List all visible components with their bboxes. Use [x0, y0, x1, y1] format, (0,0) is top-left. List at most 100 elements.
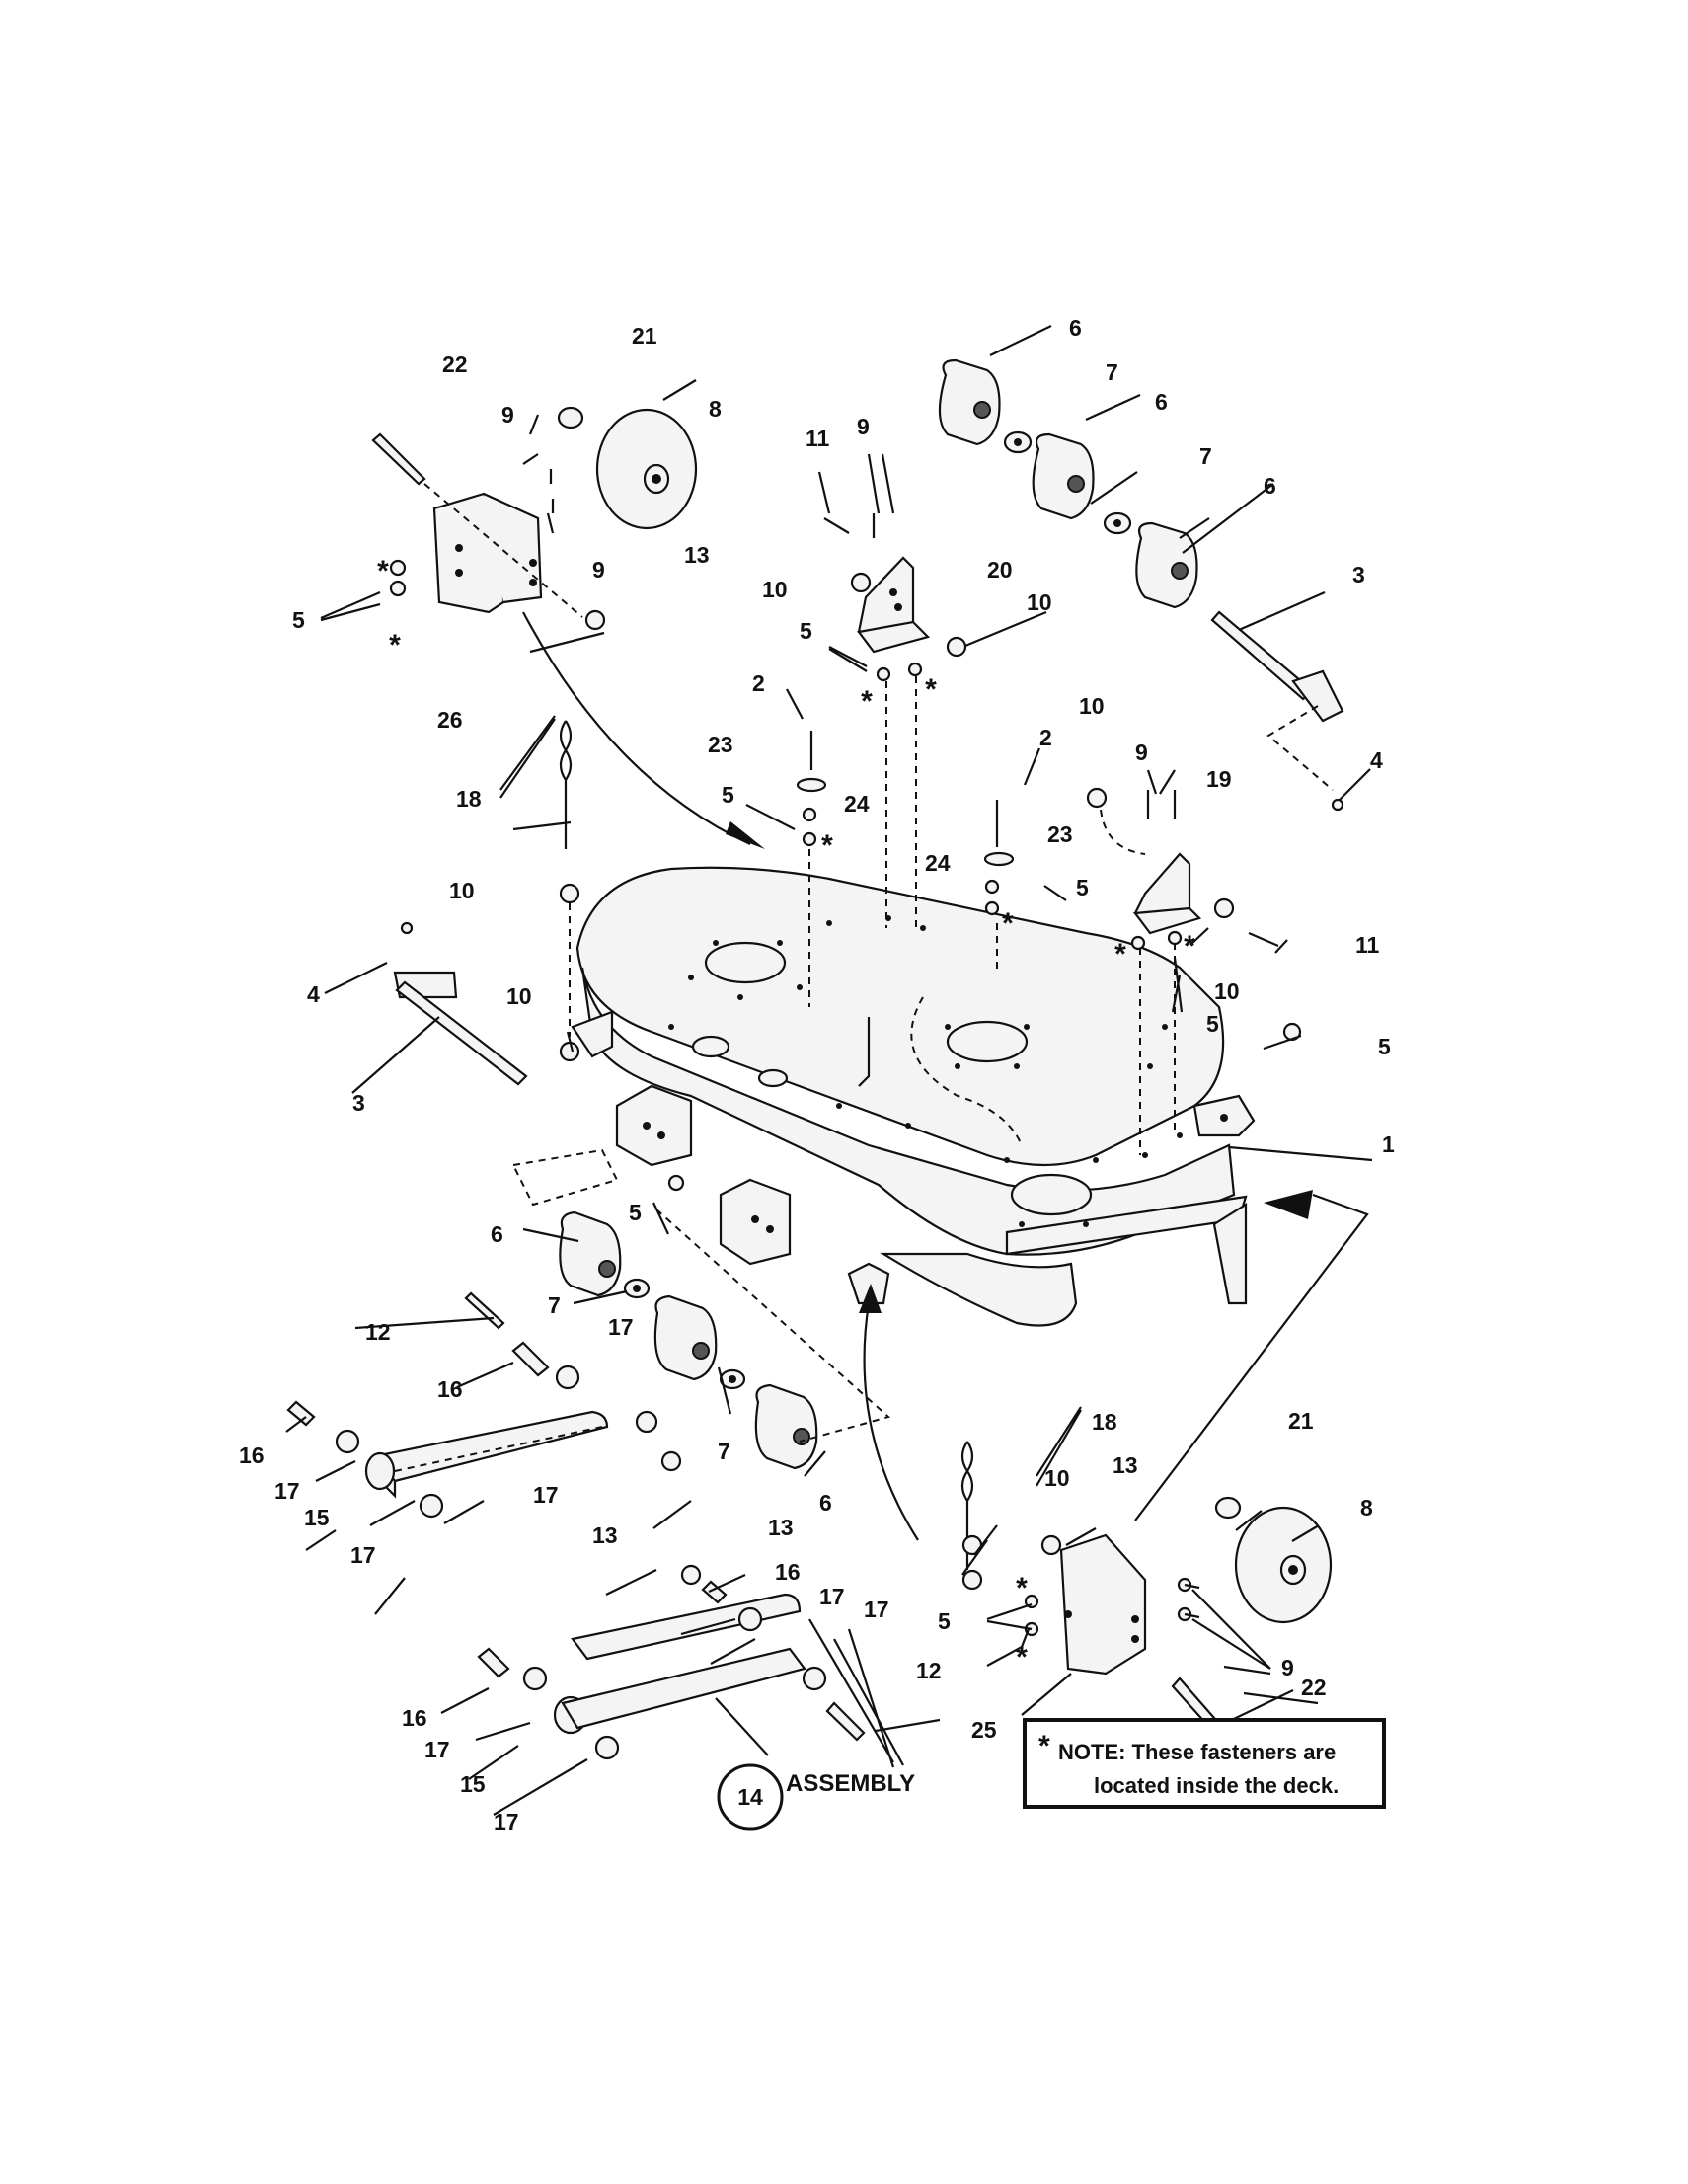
label-8: 8	[1360, 1495, 1373, 1521]
axle-rods	[393, 610, 1344, 1086]
label-7: 7	[718, 1439, 730, 1464]
label-5: 5	[1076, 875, 1089, 900]
label-9: 9	[1135, 740, 1148, 765]
label-10: 10	[1079, 693, 1105, 719]
label-19: 19	[1206, 766, 1232, 792]
label-5: 5	[629, 1200, 642, 1225]
label-16: 16	[437, 1376, 463, 1402]
label-17: 17	[819, 1584, 845, 1609]
label-5: 5	[938, 1608, 951, 1634]
label-9: 9	[501, 402, 514, 428]
label-18: 18	[1092, 1409, 1117, 1435]
label-10: 10	[449, 878, 475, 903]
label-17: 17	[494, 1809, 519, 1834]
label-13: 13	[768, 1515, 794, 1540]
label-5: 5	[1206, 1011, 1219, 1037]
svg-text:*: *	[821, 829, 833, 862]
label-10: 10	[1044, 1465, 1070, 1491]
label-5: 5	[722, 782, 734, 808]
label-23: 23	[1047, 821, 1073, 847]
wheel-brackets	[432, 492, 1147, 1676]
svg-text:*: *	[925, 673, 937, 706]
assembly-arrows	[522, 611, 1369, 1541]
label-5: 5	[292, 607, 305, 633]
label-4: 4	[307, 981, 320, 1007]
label-9: 9	[1281, 1655, 1294, 1680]
label-21: 21	[632, 323, 657, 349]
mower-deck	[571, 866, 1256, 1327]
label-13: 13	[684, 542, 710, 568]
label-17: 17	[274, 1478, 300, 1504]
label-7: 7	[1199, 443, 1212, 469]
label-13: 13	[1113, 1452, 1138, 1478]
label-7: 7	[548, 1292, 561, 1318]
label-2: 2	[752, 670, 765, 696]
svg-text:*: *	[389, 629, 401, 662]
label-6: 6	[1069, 315, 1082, 341]
note-asterisk: *	[1038, 1730, 1050, 1762]
label-15: 15	[460, 1771, 486, 1797]
label-12: 12	[365, 1319, 391, 1345]
label-16: 16	[775, 1559, 801, 1585]
label-24: 24	[844, 791, 870, 817]
label-12: 12	[916, 1658, 942, 1683]
callout-numbers: 1 2 2 3 3 4 4 5 5 5 5 5 5 5 5 6 6 6 6 6 …	[239, 315, 1395, 1834]
label-10: 10	[1027, 589, 1052, 615]
roller-parts-top-right	[938, 358, 1198, 609]
label-3: 3	[352, 1090, 365, 1116]
assembly-label: ASSEMBLY	[786, 1770, 916, 1797]
label-5: 5	[800, 618, 812, 644]
note-line-2: located inside the deck.	[1094, 1773, 1340, 1798]
label-11: 11	[1355, 932, 1380, 958]
eye-bolt-chains	[559, 720, 974, 1570]
label-26: 26	[437, 707, 463, 733]
roller-parts-front	[559, 1210, 818, 1470]
label-6: 6	[491, 1221, 503, 1247]
arm-assemblies	[364, 1410, 806, 1735]
svg-text:*: *	[1016, 1572, 1028, 1604]
note-box: * NOTE: These fasteners are located insi…	[1023, 1718, 1386, 1809]
label-4: 4	[1370, 747, 1383, 773]
label-10: 10	[506, 983, 532, 1009]
label-6: 6	[1264, 473, 1276, 499]
assembly-14-callout: 14	[717, 1763, 784, 1831]
label-10: 10	[1214, 978, 1240, 1004]
label-17: 17	[608, 1314, 634, 1340]
label-17: 17	[533, 1482, 559, 1508]
svg-text:*: *	[1016, 1641, 1028, 1674]
label-21: 21	[1288, 1408, 1314, 1434]
label-17: 17	[864, 1597, 889, 1622]
label-3: 3	[1352, 562, 1365, 587]
label-9: 9	[592, 557, 605, 583]
label-17: 17	[424, 1737, 450, 1762]
label-25: 25	[971, 1717, 997, 1743]
label-10: 10	[762, 577, 788, 602]
assembly-number: 14	[737, 1784, 763, 1810]
label-8: 8	[709, 396, 722, 422]
label-22: 22	[1301, 1675, 1327, 1700]
label-13: 13	[592, 1522, 618, 1548]
leader-lines	[285, 325, 1373, 1816]
svg-text:*: *	[1002, 907, 1014, 940]
label-11: 11	[806, 426, 830, 451]
asterisks: * * * * * * * * * *	[377, 555, 1195, 1674]
mounting-brackets	[857, 556, 1202, 935]
svg-text:*: *	[861, 685, 873, 718]
label-2: 2	[1039, 725, 1052, 750]
label-15: 15	[304, 1505, 330, 1530]
note-line-1: NOTE: These fasteners are	[1058, 1740, 1337, 1764]
svg-text:*: *	[377, 555, 389, 587]
assembly-dashed-lines	[394, 483, 1334, 1472]
label-1: 1	[1382, 1131, 1395, 1157]
label-23: 23	[708, 732, 733, 757]
label-9: 9	[857, 414, 870, 439]
label-16: 16	[239, 1443, 265, 1468]
label-20: 20	[987, 557, 1013, 583]
label-22: 22	[442, 351, 468, 377]
label-7: 7	[1106, 359, 1118, 385]
label-17: 17	[350, 1542, 376, 1568]
svg-text:*: *	[1114, 938, 1126, 971]
label-6: 6	[1155, 389, 1168, 415]
label-24: 24	[925, 850, 951, 876]
